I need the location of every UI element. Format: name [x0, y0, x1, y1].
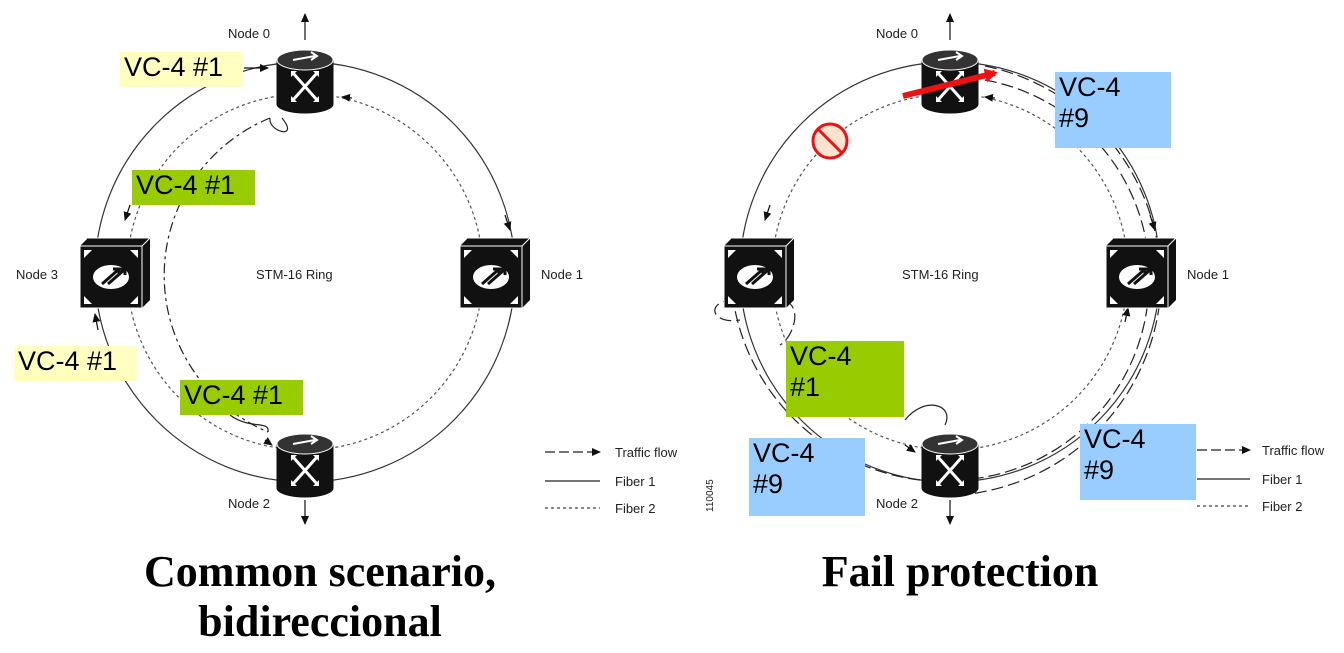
- failure-arrow: [902, 68, 998, 99]
- right-node-2-label: Node 2: [876, 496, 918, 511]
- vc4-tag: VC-4 #1: [132, 170, 255, 205]
- right-caption: Fail protection: [821, 547, 1099, 596]
- vc4-tag: VC-4 #9: [749, 438, 865, 516]
- left-ring: Node 0 Node 1 Node 2 Node 3 STM-16 Ring: [16, 13, 583, 525]
- left-caption-line1: Common scenario,: [144, 547, 496, 596]
- left-node-3: [78, 236, 152, 310]
- left-node-2: [275, 432, 335, 499]
- left-node-3-label: Node 3: [16, 267, 58, 282]
- left-caption: Common scenario, bidireccional: [40, 547, 600, 647]
- right-node-1-label: Node 1: [1187, 267, 1229, 282]
- right-node-0-label: Node 0: [876, 26, 918, 41]
- right-legend: Traffic flow Fiber 1 Fiber 2: [1197, 443, 1325, 514]
- vc4-tag: VC-4 #9: [1055, 72, 1171, 148]
- left-node-1: [458, 236, 532, 310]
- left-ring-label: STM-16 Ring: [256, 267, 333, 282]
- right-legend-fiber1: Fiber 1: [1262, 472, 1302, 487]
- left-legend-fiber1: Fiber 1: [615, 474, 655, 489]
- vc4-tag: VC-4 #1: [120, 52, 243, 87]
- right-node-1: [1104, 236, 1178, 310]
- left-node-2-label: Node 2: [228, 496, 270, 511]
- left-legend-fiber2: Fiber 2: [615, 501, 655, 516]
- right-legend-traffic: Traffic flow: [1262, 443, 1325, 458]
- left-figure-id: 110045: [705, 479, 716, 512]
- right-legend-fiber2: Fiber 2: [1262, 499, 1302, 514]
- right-node-3: [722, 236, 796, 310]
- vc4-tag: VC-4 #1: [180, 380, 303, 415]
- fiber-cut-icon: [811, 122, 849, 160]
- left-legend: Traffic flow Fiber 1 Fiber 2 110045: [545, 445, 716, 516]
- right-ring-label: STM-16 Ring: [902, 267, 979, 282]
- left-node-1-label: Node 1: [541, 267, 583, 282]
- vc4-tag: VC-4 #9: [1080, 424, 1196, 500]
- right-ring: Node 0 Node 1 Node 2 STM-16 Ring: [714, 13, 1229, 525]
- vc4-tag: VC-4 #1: [14, 346, 137, 381]
- left-caption-line2: bidireccional: [198, 597, 442, 646]
- vc4-tag: VC-4 #1: [786, 341, 904, 417]
- left-legend-traffic: Traffic flow: [615, 445, 678, 460]
- left-node-0-label: Node 0: [228, 26, 270, 41]
- left-node-0: [275, 48, 335, 115]
- right-node-2: [920, 432, 980, 499]
